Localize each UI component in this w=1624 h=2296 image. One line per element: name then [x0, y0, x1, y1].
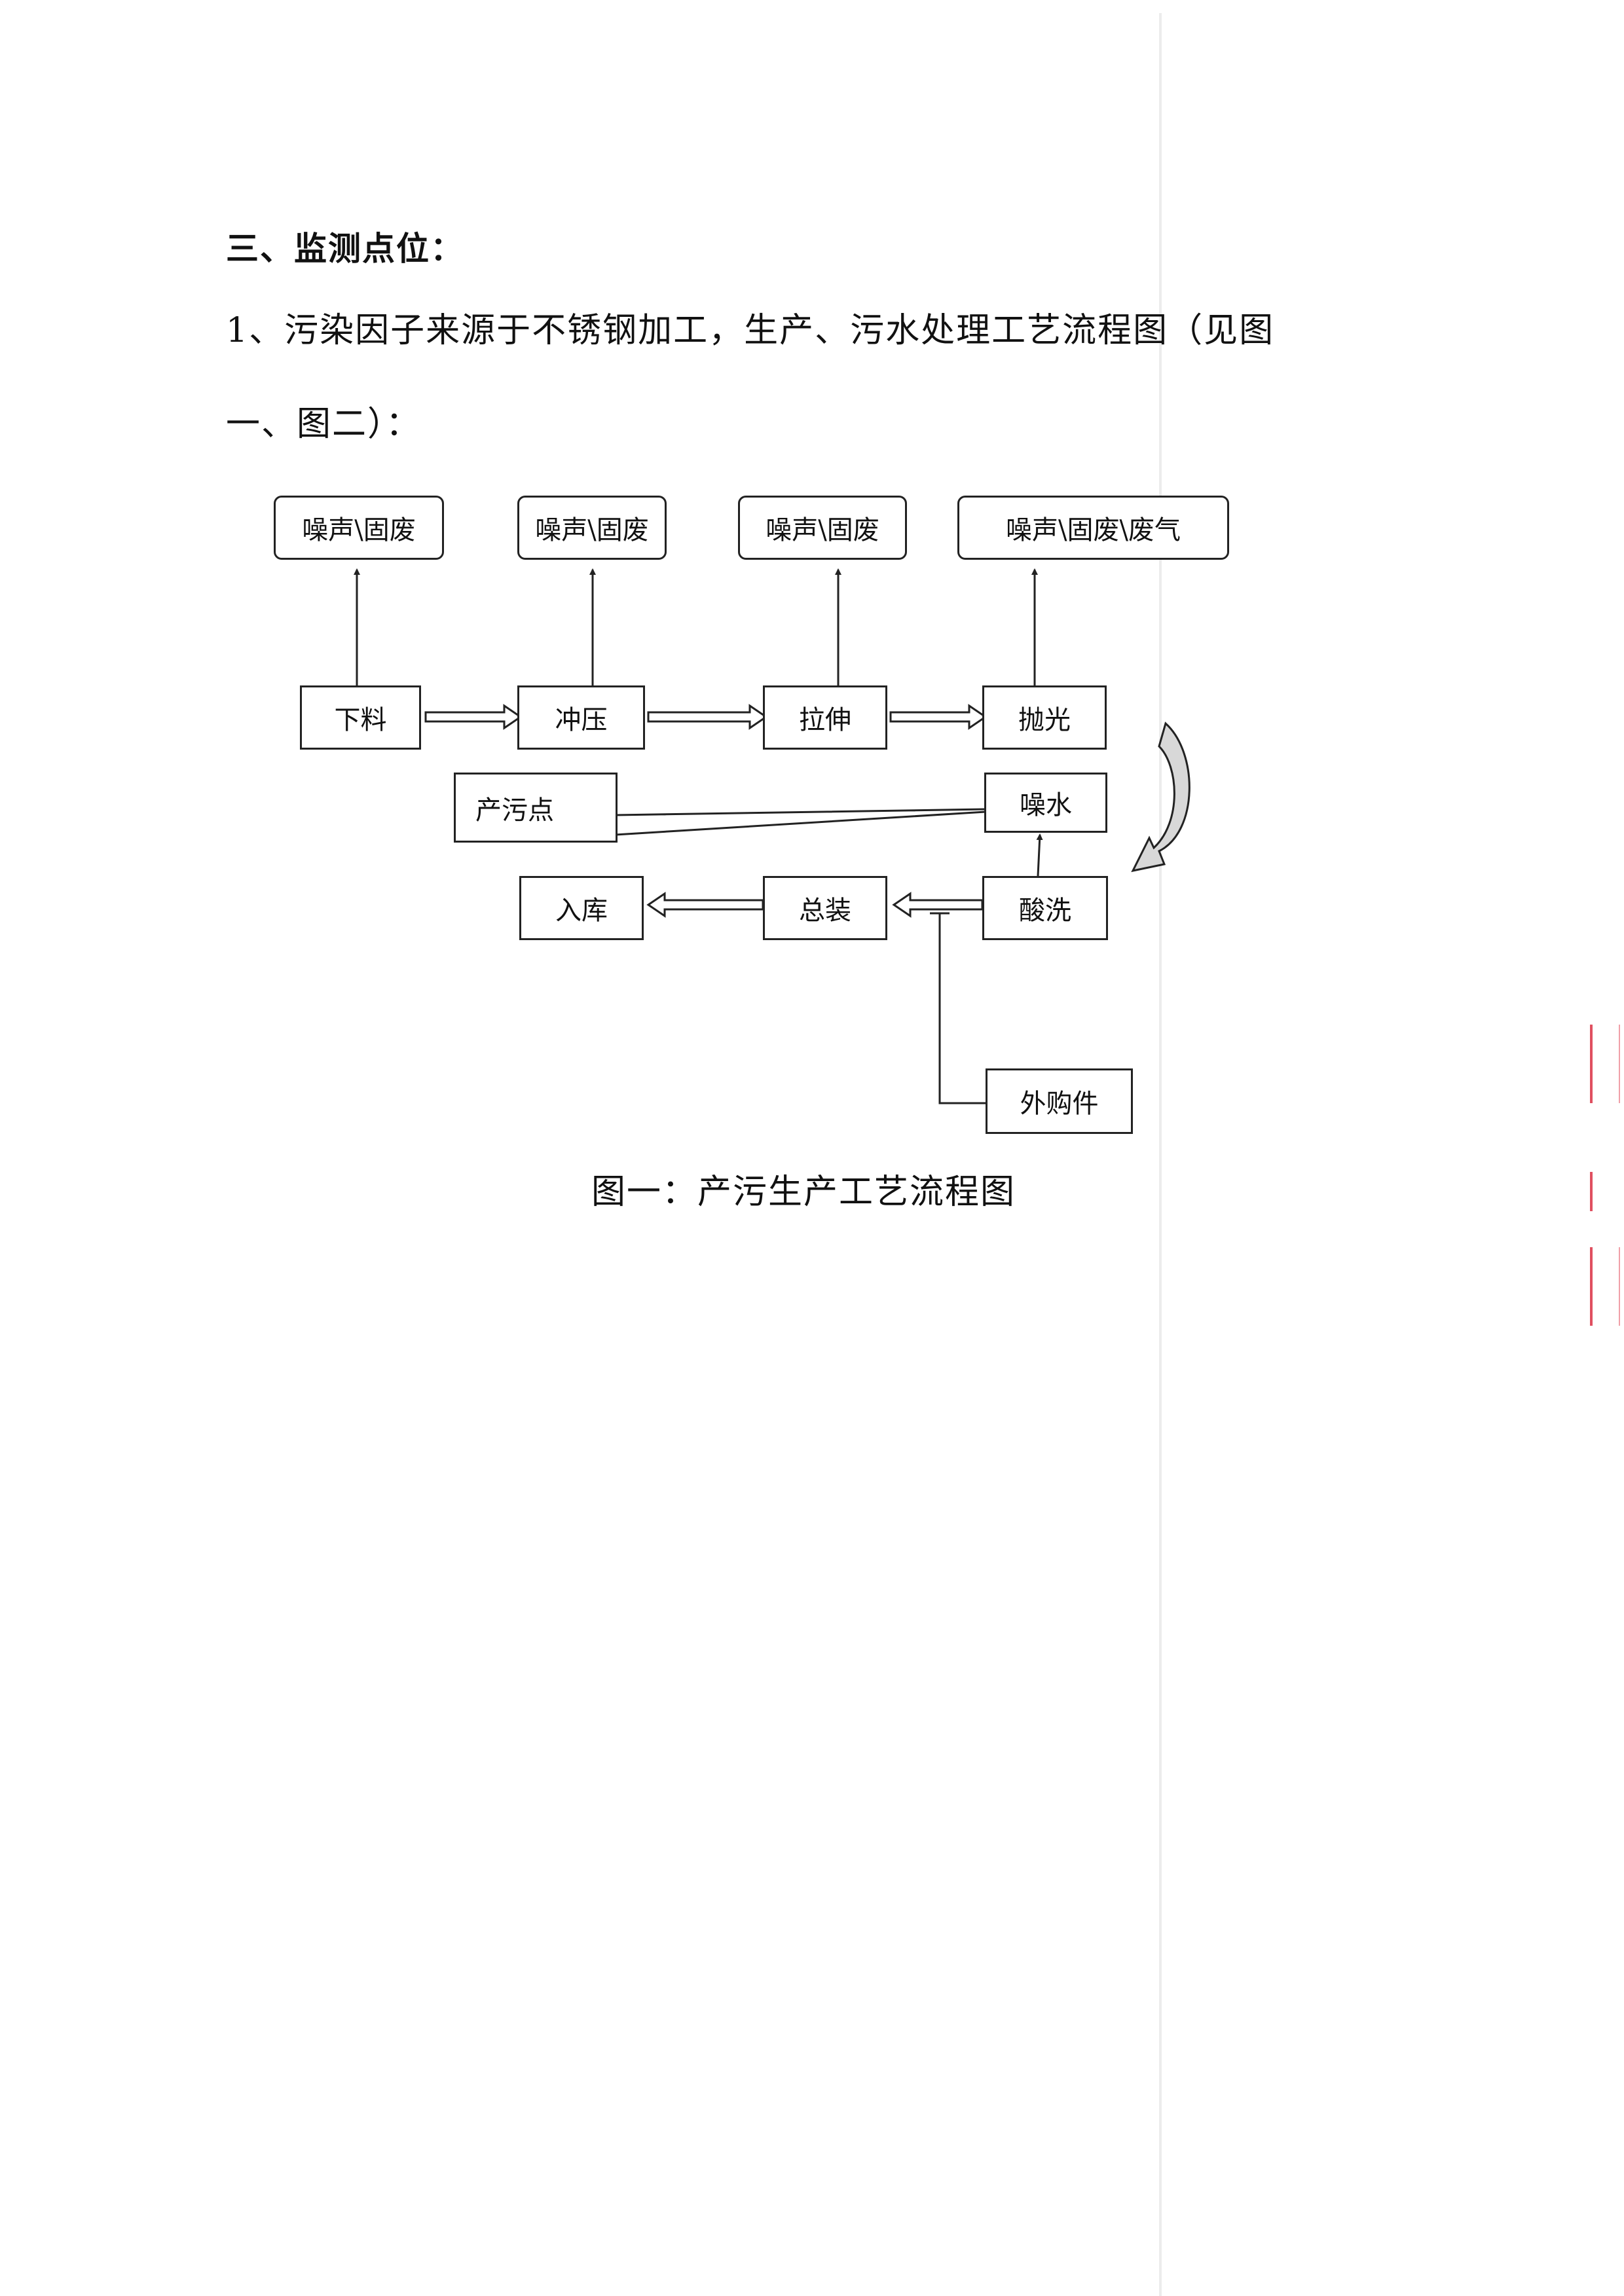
purchased-parts-box: 外购件 [986, 1068, 1133, 1134]
assembly-box: 总装 [763, 876, 887, 940]
step-blanking: 下料 [300, 685, 421, 750]
output-box-3: 噪声\固废 [738, 496, 907, 560]
section-heading: 三、监测点位： [226, 229, 464, 268]
hollow-arrow-2 [647, 704, 768, 730]
pollution-point-box: 产污点 [454, 773, 618, 843]
hollow-arrow-3 [889, 704, 987, 730]
callout-pointer [615, 808, 986, 836]
seal-mark-3 [1590, 1247, 1620, 1326]
figure-caption: 图一：产污生产工艺流程图 [591, 1173, 1016, 1212]
curved-arrow [1131, 721, 1190, 873]
flowchart-connectors [354, 568, 1190, 1104]
pickling-box: 酸洗 [982, 876, 1108, 940]
storage-box: 入库 [519, 876, 644, 940]
output-box-4: 噪声\固废\废气 [957, 496, 1229, 560]
paragraph-line-2: 一、图二）： [226, 405, 422, 444]
step-stretching: 拉伸 [763, 685, 887, 750]
step-polishing: 抛光 [982, 685, 1107, 750]
output-box-1: 噪声\固废 [274, 496, 444, 560]
paragraph-line-1: 1、污染因子来源于不锈钢加工，生产、污水处理工艺流程图（见图 [226, 311, 1275, 350]
hollow-arrow-4 [892, 892, 984, 918]
arrow-pickling-noise [1036, 833, 1043, 877]
output-box-2: 噪声\固废 [517, 496, 667, 560]
seal-mark-2 [1590, 1172, 1619, 1211]
step-stamping: 冲压 [517, 685, 645, 750]
scan-fold-line [1159, 13, 1162, 2296]
seal-mark-1 [1590, 1025, 1620, 1103]
noise-water-box: 噪水 [984, 773, 1107, 833]
purchased-parts-line [938, 913, 986, 1104]
hollow-arrow-1 [424, 704, 523, 730]
hollow-arrow-5 [646, 892, 764, 918]
